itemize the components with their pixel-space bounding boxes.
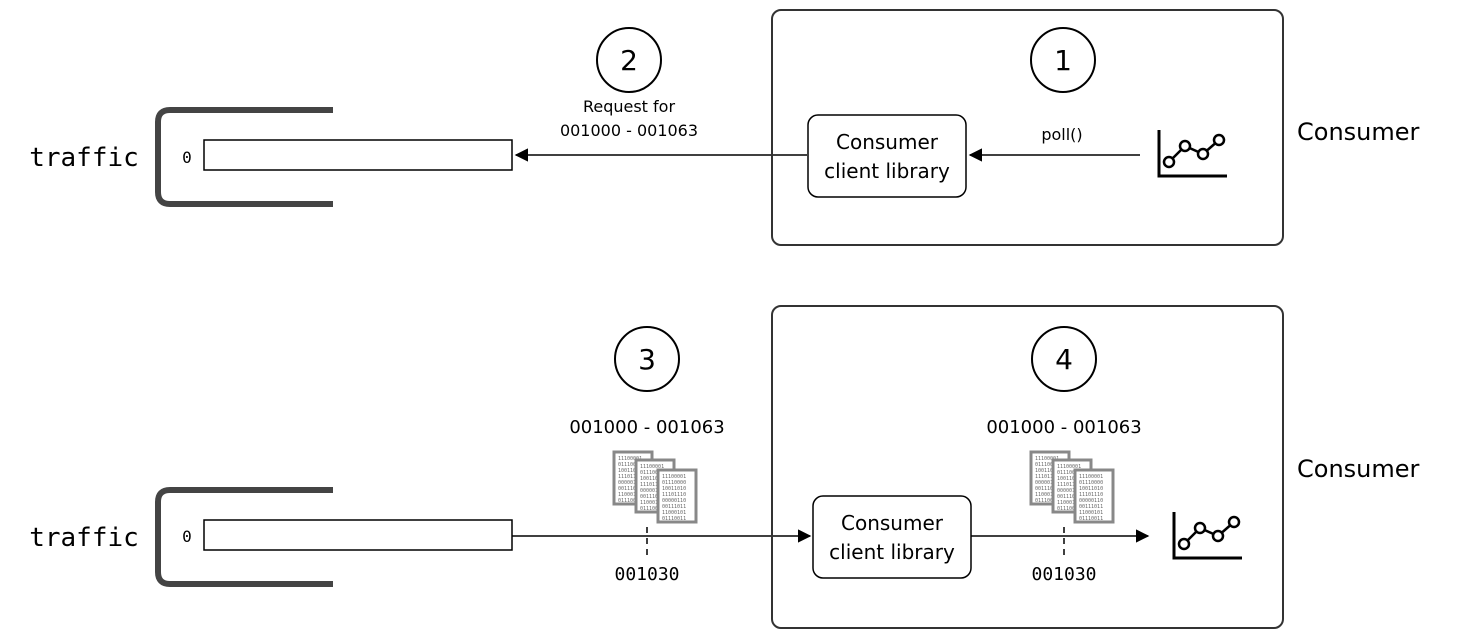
consumer-client-library-box [807,114,967,198]
step-4-number: 4 [1055,343,1073,376]
consumer-client-library-box [812,495,972,579]
poll-label: poll() [1041,125,1082,144]
bottom-panel: traffic 0 3 001000 - 001063 001030 4 001… [29,305,1420,629]
step-1-circle [1030,27,1096,93]
line-chart-icon [1172,510,1244,560]
step-1-number: 1 [1054,44,1072,77]
partition-log [203,519,513,551]
batch-label: 001000 - 001063 [569,417,724,438]
step-3-number: 3 [638,343,656,376]
offset-label: 001030 [1031,564,1096,585]
offset-label: 001030 [614,564,679,585]
step-2-circle [596,27,662,93]
request-label-line2: 001000 - 001063 [560,121,698,140]
client-library-label-line2: client library [829,540,955,564]
binary-documents-icon [612,450,698,524]
step-3-circle [614,326,680,392]
request-label-line1: Request for [583,97,676,116]
client-library-label-line1: Consumer [836,130,939,154]
partition-log [203,139,513,171]
client-library-label-line2: client library [824,159,950,183]
top-panel: traffic 0 2 Request for 001000 - 001063 … [29,9,1420,246]
binary-documents-icon [1029,450,1115,524]
consumer-box [771,9,1284,246]
client-library-label-line1: Consumer [841,511,944,535]
step-2-number: 2 [620,44,638,77]
line-chart-icon [1157,128,1229,178]
topic-name: traffic [29,143,139,173]
consumer-box [771,305,1284,629]
step-4-circle [1031,326,1097,392]
consumer-label: Consumer [1297,118,1420,146]
topic-bracket [155,487,333,587]
partition-index: 0 [182,148,192,167]
topic-bracket [155,107,333,207]
batch-label: 001000 - 001063 [986,417,1141,438]
partition-index: 0 [182,527,192,546]
consumer-label: Consumer [1297,455,1420,483]
topic-name: traffic [29,523,139,553]
